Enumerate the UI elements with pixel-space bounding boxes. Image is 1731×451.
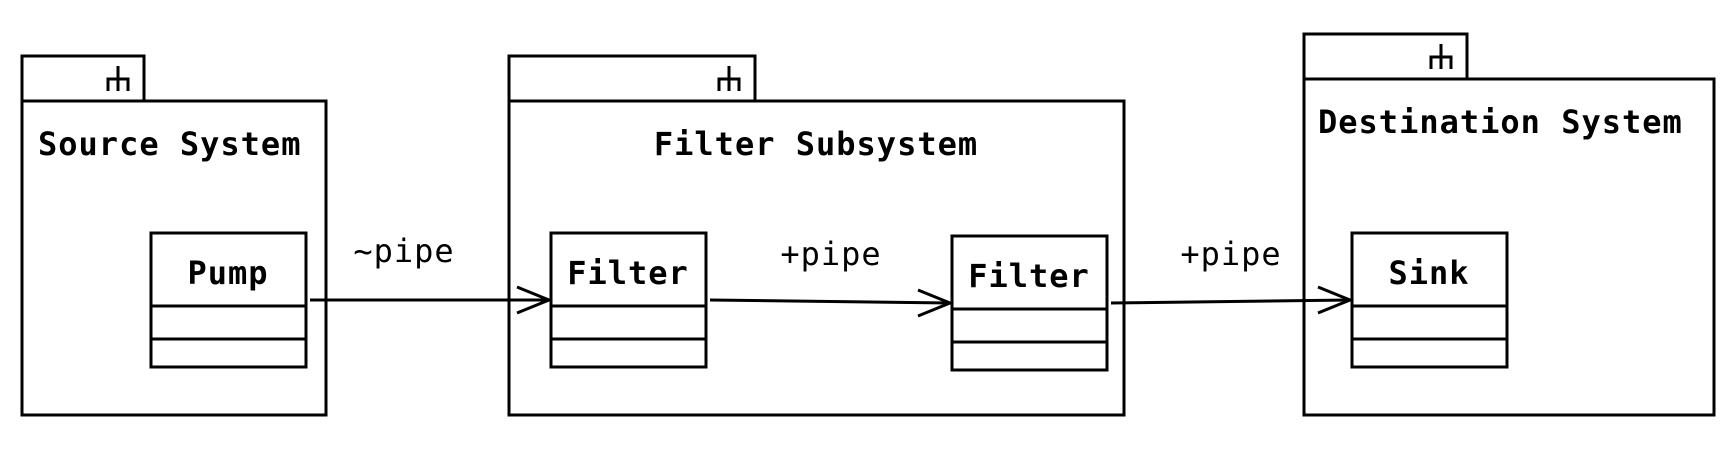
open-arrowhead-icon [516,285,553,315]
class-name: Pump [187,254,268,292]
package-title: Filter Subsystem [654,125,978,163]
class-filter-1[interactable]: Filter [549,231,708,369]
subsystem-fork-icon [106,66,130,91]
connector-label: +pipe [1180,235,1281,273]
subsystem-fork-icon [717,66,741,91]
class-name: Filter [968,257,1090,295]
subsystem-fork-icon [1429,44,1453,69]
connector-label: ~pipe [353,232,454,270]
connector-label: +pipe [780,235,881,273]
package-title: Destination System [1318,103,1683,141]
connector-pump-to-filter[interactable]: ~pipe [310,232,553,315]
package-title: Source System [38,125,301,163]
class-pump[interactable]: Pump [149,231,308,369]
class-filter-2[interactable]: Filter [950,234,1109,372]
connector-filter-to-sink[interactable]: +pipe [1110,235,1354,315]
connector-filter-to-filter[interactable]: +pipe [709,235,954,318]
open-arrowhead-icon [917,288,954,318]
class-sink[interactable]: Sink [1350,231,1509,369]
class-name: Sink [1388,254,1469,292]
open-arrowhead-icon [1317,285,1354,315]
class-name: Filter [567,254,689,292]
